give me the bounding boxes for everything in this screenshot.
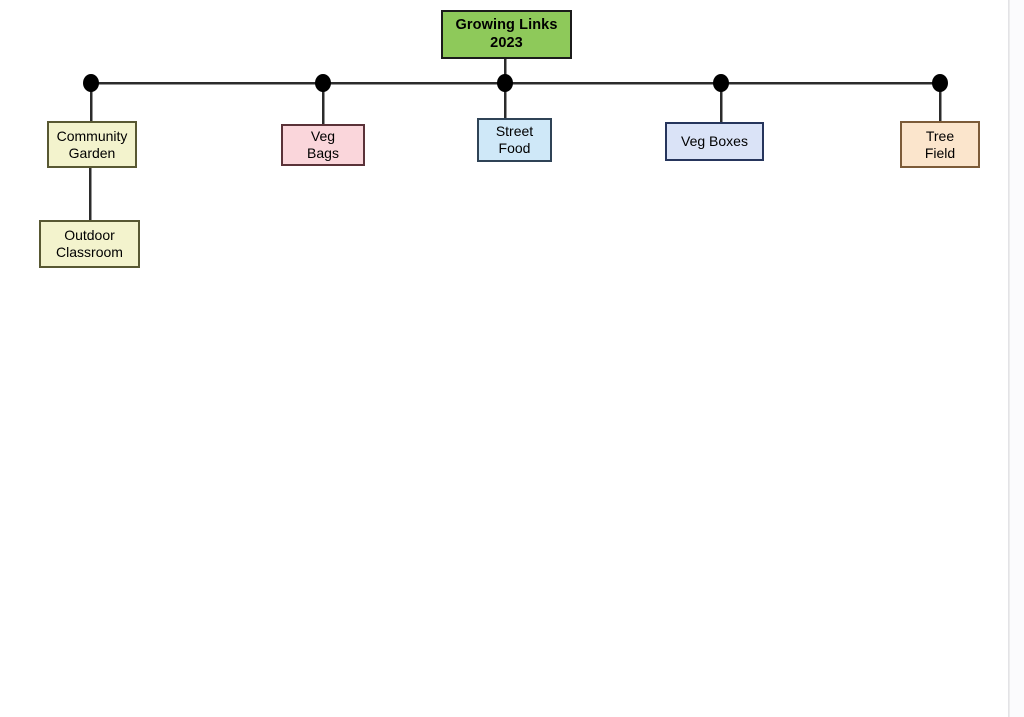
- node-label-tree-field: Tree Field: [924, 127, 956, 161]
- junction-dot-veg-boxes[interactable]: [713, 74, 729, 92]
- node-label-community-garden: Community Garden: [56, 127, 128, 161]
- junction-dot-tree-field[interactable]: [932, 74, 948, 92]
- node-label-outdoor-classroom: Outdoor Classroom: [56, 227, 123, 260]
- scrollbar-rule: [1008, 0, 1009, 717]
- junction-dot-community-garden[interactable]: [83, 74, 99, 92]
- node-label-veg-bags: Veg Bags: [307, 128, 339, 161]
- node-veg-boxes[interactable]: Veg Boxes: [665, 122, 764, 161]
- node-label-veg-boxes: Veg Boxes: [681, 133, 748, 150]
- vertical-scrollbar[interactable]: [1009, 0, 1024, 717]
- node-outdoor-classroom[interactable]: Outdoor Classroom: [39, 220, 140, 268]
- node-label-street-food: Street Food: [495, 123, 534, 156]
- node-community-garden[interactable]: Community Garden: [47, 121, 137, 168]
- node-growing-links-2023[interactable]: Growing Links 2023: [441, 10, 572, 59]
- junction-dot-street-food[interactable]: [497, 74, 513, 92]
- node-label-growing-links-2023: Growing Links 2023: [455, 17, 558, 51]
- junction-dot-veg-bags[interactable]: [315, 74, 331, 92]
- node-veg-bags[interactable]: Veg Bags: [281, 124, 365, 166]
- node-street-food[interactable]: Street Food: [477, 118, 552, 162]
- node-tree-field[interactable]: Tree Field: [900, 121, 980, 168]
